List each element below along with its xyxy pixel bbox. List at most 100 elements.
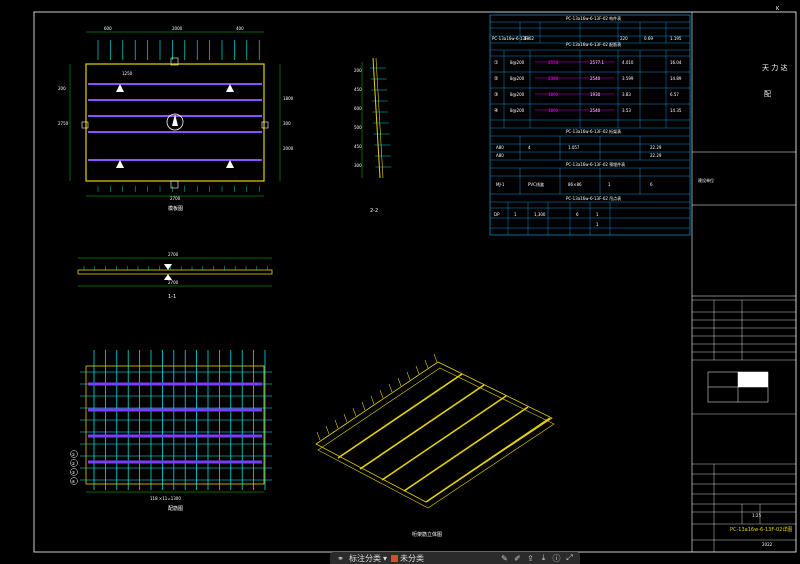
plan-bottom-dim: 2700	[170, 196, 181, 201]
iso-truss	[403, 406, 529, 492]
plan-top-dim-2: 2000	[172, 26, 183, 31]
download-icon[interactable]: ⤓	[541, 553, 546, 562]
plan-right-dim-3: 2000	[283, 146, 294, 151]
plan-left-dim-2: 2750	[58, 121, 69, 126]
plan-top-dim-3: 400	[236, 26, 244, 31]
color-swatch	[391, 554, 399, 562]
t3-cell: 4	[528, 145, 531, 150]
title-block-logo-fill	[738, 372, 768, 387]
info-icon[interactable]: ⓘ	[552, 553, 561, 563]
t2-cell-length: 1800	[548, 92, 559, 97]
plan-right-dim-1: 1800	[283, 96, 294, 101]
t2-cell-weight: 4.010	[622, 60, 634, 65]
t3-cell: A80	[496, 145, 504, 150]
iso-truss	[359, 384, 485, 470]
t2-cell-total: 14.35	[670, 108, 682, 113]
section-mark-left	[261, 121, 269, 129]
t4-cell: 6	[650, 182, 653, 187]
t2-cell-weight: 3.599	[622, 76, 634, 81]
t2-cell-quantity: 1930	[590, 92, 601, 97]
section-mark-bottom	[170, 180, 179, 189]
t2-cell-spec: 8@200	[510, 92, 525, 97]
plan-top-dim-1: 600	[104, 26, 112, 31]
section-2-2-dim: 600	[354, 106, 362, 111]
edit-icon[interactable]: ✐	[514, 553, 521, 563]
iso-rebar-tick	[433, 353, 438, 363]
iso-rebar-tick	[370, 395, 375, 405]
lift-point-marker	[116, 84, 124, 92]
t2-cell-total: 16.04	[670, 60, 682, 65]
rebar-tag-label: ③	[72, 470, 76, 475]
t3-cell: 22.29	[650, 145, 662, 150]
section-2-2-dim: 200	[354, 68, 362, 73]
lift-point-marker	[116, 160, 124, 168]
rebar-tag-circle	[70, 459, 78, 467]
section-2-2-dim: 500	[354, 125, 362, 130]
rebar-tag-label: ①	[72, 452, 76, 457]
rebar-bottom-dim: 118 ×11=1300	[150, 496, 181, 501]
rebar-tag-circle	[70, 468, 78, 476]
iso-truss	[381, 395, 507, 481]
t2-cell-length: 2380	[548, 76, 559, 81]
expand-icon[interactable]: ⤢	[566, 553, 573, 562]
rebar-tag-circle	[70, 477, 78, 485]
section-2-2-dim: 450	[354, 87, 362, 92]
iso-rebar-tick	[334, 419, 339, 429]
t2-cell-length: 2550	[548, 60, 559, 65]
iso-rebar-tick	[343, 413, 348, 423]
iso-rebar-tick	[316, 431, 321, 441]
layer-category-label: 标注分类	[349, 553, 381, 563]
title-block-side-label: 配	[764, 90, 771, 98]
t2-cell-spec: 8@200	[510, 108, 525, 113]
chevron-down-icon: ▾	[383, 553, 388, 563]
t3-title: PC-13a16w-6-13F-02 桁架表	[566, 128, 621, 134]
title-block: 天 力 达 配 建设单位 PC-13a16w-6-13F-02详图 1:25 2…	[692, 6, 796, 552]
title-block-sheet-title: PC-13a16w-6-13F-02详图	[730, 526, 792, 533]
t5-cell: 1	[596, 212, 599, 217]
rebar-tag-label: ②	[72, 461, 76, 466]
t2-cell-weight: 3.53	[622, 108, 631, 113]
title-block-scale: 1:25	[752, 513, 761, 518]
t1-title: PC-13a16w-6-13F-02 构件表	[566, 15, 621, 21]
t2-cell-quantity: 2577.1	[590, 60, 604, 65]
section-2-2-dim: 300	[354, 163, 362, 168]
lift-point-marker	[226, 160, 234, 168]
color-category-label: 未分类	[400, 553, 425, 563]
iso-rebar-tick	[361, 401, 366, 411]
t4-cell: PVC线盒	[528, 181, 544, 187]
iso-truss	[425, 417, 551, 503]
rebar-tag-label: ④	[72, 479, 76, 484]
section-mark-top	[170, 57, 179, 66]
rebar-tag-circle	[70, 450, 78, 458]
pen-icon[interactable]: ✎	[501, 553, 508, 563]
t3-cell: 22.29	[650, 153, 662, 158]
t2-cell-id: ①	[494, 60, 499, 66]
drawing-frame	[33, 11, 797, 553]
t5-cell: DP	[494, 212, 500, 217]
t1-cell: 220	[620, 36, 628, 41]
section-1-1-label: 1-1	[168, 294, 176, 300]
t2-cell-weight: 3.83	[622, 92, 631, 97]
t4-cell: 1	[608, 182, 611, 187]
section-cut-marker	[164, 264, 172, 270]
t5-title: PC-13a16w-6-13F-02 吊点表	[566, 195, 621, 201]
group-icon[interactable]: ⚭	[337, 553, 344, 563]
layer-category-dropdown[interactable]: 标注分类▾	[349, 553, 387, 564]
t3-cell: A80	[496, 153, 504, 158]
iso-rebar-tick	[325, 425, 330, 435]
t2-cell-quantity: 2540	[590, 108, 601, 113]
t2-cell-quantity: 2540	[590, 76, 601, 81]
title-block-project-label: 建设单位	[698, 177, 714, 183]
t2-cell-total: 6.57	[670, 92, 679, 97]
corner-mark: K	[776, 6, 780, 12]
t4-cell: MJ-1	[496, 182, 505, 187]
plan-inner-dim: 1250	[122, 71, 133, 76]
share-icon[interactable]: ⇪	[527, 553, 534, 563]
t1-cell: 0.69	[644, 36, 653, 41]
plan-view-title: 模板图	[168, 205, 183, 212]
schedule-tables: PC-13a16w-6-13F-02 构件表 PC-13a16w-6-13F-0…	[489, 14, 691, 236]
color-category-dropdown[interactable]: 未分类	[391, 553, 424, 564]
